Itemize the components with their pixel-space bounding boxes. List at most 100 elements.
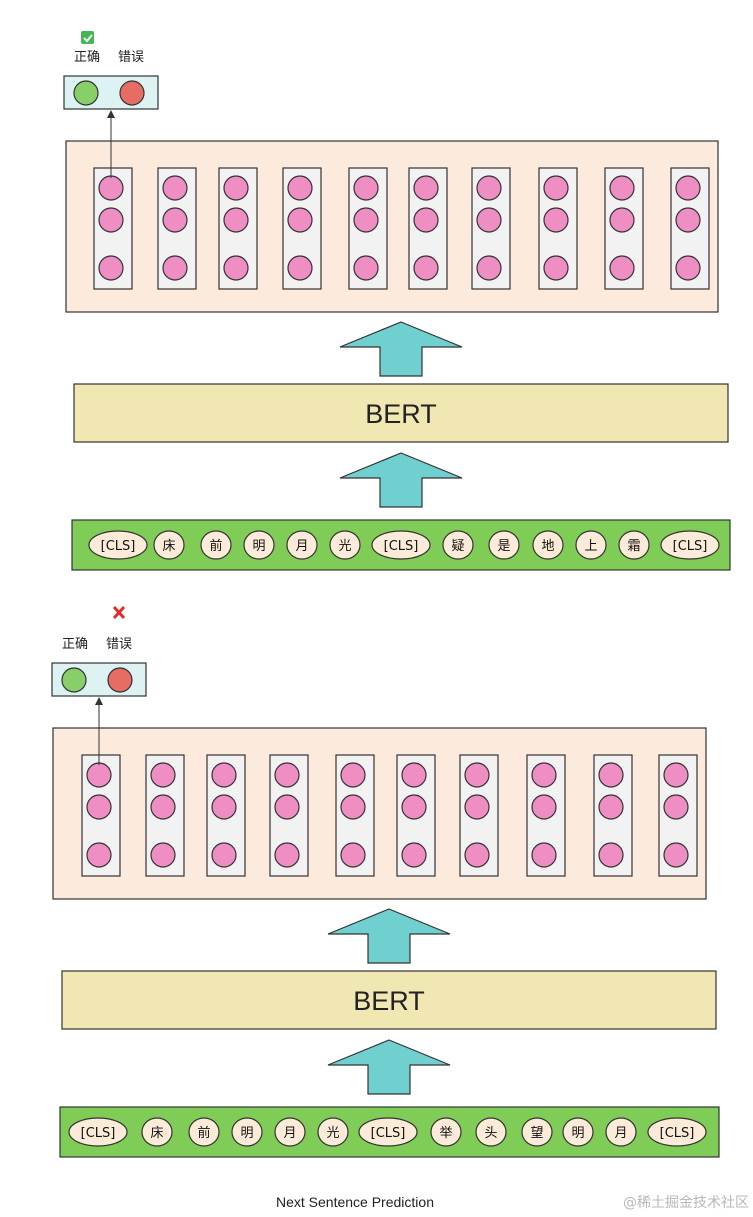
vector-node bbox=[609, 207, 635, 233]
token-text: [CLS] bbox=[384, 539, 419, 554]
vector-node bbox=[543, 175, 569, 201]
token-pill bbox=[88, 530, 148, 560]
vector-node bbox=[86, 842, 112, 868]
token-pill bbox=[575, 530, 607, 560]
input-token-2: 床 bbox=[153, 530, 185, 560]
token-text: 是 bbox=[497, 539, 510, 554]
vector-node bbox=[531, 762, 557, 788]
token-pill bbox=[647, 1117, 707, 1147]
input-token-10: 地 bbox=[532, 530, 564, 560]
vector-node bbox=[663, 794, 689, 820]
output-vector-9 bbox=[604, 167, 644, 290]
input-token-12: 霜 bbox=[618, 530, 650, 560]
token-pill bbox=[605, 1117, 637, 1147]
token-pill bbox=[562, 1117, 594, 1147]
up-arrow-to-output bbox=[327, 908, 451, 964]
output-vector-1 bbox=[93, 167, 133, 290]
token-text: [CLS] bbox=[81, 1126, 116, 1141]
input-token-8: 举 bbox=[430, 1117, 462, 1147]
vector-node bbox=[340, 794, 366, 820]
token-text: 明 bbox=[252, 539, 265, 554]
input-token-13: [CLS] bbox=[660, 530, 720, 560]
token-text: 月 bbox=[283, 1126, 296, 1141]
correct-node bbox=[73, 80, 99, 106]
input-token-5: 月 bbox=[286, 530, 318, 560]
diagram-correct-pair: 正确错误BERT[CLS]床前明月光[CLS]疑是地上霜[CLS] bbox=[63, 31, 731, 571]
vector-node bbox=[223, 255, 249, 281]
vector-node bbox=[476, 175, 502, 201]
vector-node bbox=[663, 842, 689, 868]
token-pill bbox=[153, 530, 185, 560]
watermark: @稀土掘金技术社区 bbox=[623, 1195, 749, 1211]
vector-node bbox=[162, 255, 188, 281]
vector-node bbox=[86, 794, 112, 820]
vector-node bbox=[274, 842, 300, 868]
vector-node bbox=[531, 794, 557, 820]
token-text: 床 bbox=[162, 539, 175, 554]
token-pill bbox=[521, 1117, 553, 1147]
label-wrong: 错误 bbox=[106, 637, 132, 652]
vector-node bbox=[401, 794, 427, 820]
vector-node bbox=[675, 255, 701, 281]
token-text: [CLS] bbox=[101, 539, 136, 554]
input-token-10: 望 bbox=[521, 1117, 553, 1147]
output-vector-7 bbox=[471, 167, 511, 290]
input-token-5: 月 bbox=[274, 1117, 306, 1147]
input-token-7: [CLS] bbox=[358, 1117, 418, 1147]
output-vector-10 bbox=[658, 754, 698, 877]
input-token-1: [CLS] bbox=[68, 1117, 128, 1147]
vector-node bbox=[675, 207, 701, 233]
input-token-3: 前 bbox=[200, 530, 232, 560]
input-token-9: 是 bbox=[488, 530, 520, 560]
token-pill bbox=[618, 530, 650, 560]
input-token-4: 明 bbox=[243, 530, 275, 560]
vector-node bbox=[413, 207, 439, 233]
vector-node bbox=[98, 207, 124, 233]
vector-node bbox=[162, 207, 188, 233]
token-pill bbox=[286, 530, 318, 560]
output-vector-8 bbox=[526, 754, 566, 877]
input-token-11: 上 bbox=[575, 530, 607, 560]
vector-node bbox=[464, 762, 490, 788]
check-icon bbox=[81, 31, 94, 44]
token-text: [CLS] bbox=[660, 1126, 695, 1141]
token-pill bbox=[475, 1117, 507, 1147]
output-vector-5 bbox=[348, 167, 388, 290]
token-pill bbox=[243, 530, 275, 560]
input-token-9: 头 bbox=[475, 1117, 507, 1147]
vector-node bbox=[609, 255, 635, 281]
token-pill bbox=[660, 530, 720, 560]
token-pill bbox=[188, 1117, 220, 1147]
output-vector-6 bbox=[408, 167, 448, 290]
label-correct: 正确 bbox=[74, 50, 100, 65]
vector-node bbox=[464, 794, 490, 820]
vector-node bbox=[598, 762, 624, 788]
token-text: [CLS] bbox=[673, 539, 708, 554]
output-vector-8 bbox=[538, 167, 578, 290]
output-vector-3 bbox=[206, 754, 246, 877]
vector-node bbox=[86, 762, 112, 788]
token-text: 霜 bbox=[627, 539, 640, 554]
vector-node bbox=[531, 842, 557, 868]
up-arrow-to-bert bbox=[339, 452, 463, 508]
input-token-13: [CLS] bbox=[647, 1117, 707, 1147]
vector-node bbox=[675, 175, 701, 201]
bert-box bbox=[73, 383, 729, 443]
token-text: 头 bbox=[484, 1126, 497, 1141]
token-text: 举 bbox=[439, 1126, 452, 1141]
label-correct: 正确 bbox=[62, 637, 88, 652]
vector-node bbox=[274, 762, 300, 788]
token-text: 上 bbox=[584, 539, 597, 554]
token-text: 光 bbox=[326, 1126, 339, 1141]
vector-node bbox=[543, 207, 569, 233]
token-pill bbox=[317, 1117, 349, 1147]
token-text: 疑 bbox=[451, 538, 464, 554]
input-token-6: 光 bbox=[329, 530, 361, 560]
vector-node bbox=[353, 175, 379, 201]
input-token-11: 明 bbox=[562, 1117, 594, 1147]
vector-node bbox=[211, 794, 237, 820]
vector-node bbox=[340, 842, 366, 868]
check-mark bbox=[83, 34, 93, 43]
output-vector-2 bbox=[157, 167, 197, 290]
